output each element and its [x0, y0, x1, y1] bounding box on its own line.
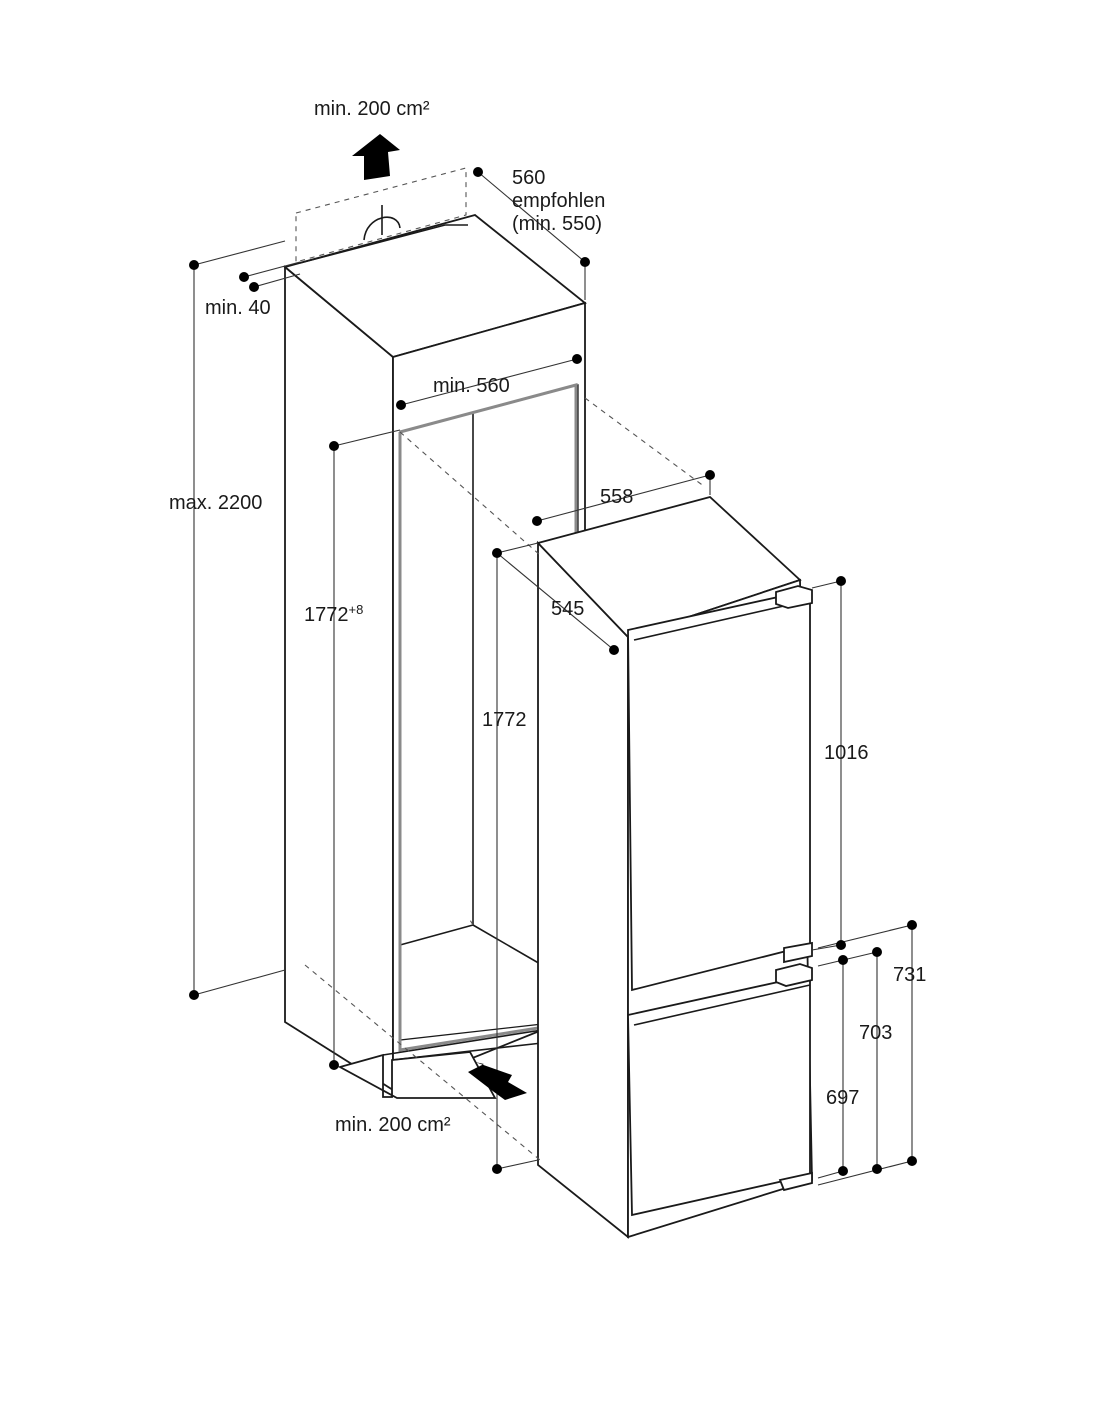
- appliance-depth-label: 545: [551, 598, 585, 620]
- appliance-width-label: 558: [600, 486, 634, 508]
- dimension-lines: [193, 171, 913, 1186]
- niche-height-value: 1772: [304, 604, 349, 626]
- gap-min-label: min. 40: [205, 297, 271, 319]
- appliance: [536, 496, 813, 1239]
- airflow-in-arrow: [468, 1062, 527, 1100]
- dimension-dot: [532, 516, 542, 526]
- niche-height-tolerance: +8: [348, 602, 364, 617]
- airflow-up-arrow: [352, 134, 400, 180]
- hinge-bottom: [778, 1171, 813, 1192]
- hinge-top: [775, 585, 813, 609]
- alignment-lines: [304, 397, 706, 1161]
- depth-recommended-label: 560: [512, 167, 546, 189]
- dimension-dot: [907, 920, 917, 930]
- upper-door-label: 1016: [824, 742, 869, 764]
- vent-top-label: min. 200 cm²: [314, 98, 430, 120]
- dimension-dot: [836, 576, 846, 586]
- dimension-dot: [473, 167, 483, 177]
- niche-left-side: [284, 265, 394, 1092]
- dimension-dot: [189, 990, 199, 1000]
- dimension-dot: [249, 282, 259, 292]
- dimension-dot: [705, 470, 715, 480]
- dimension-dot: [580, 257, 590, 267]
- hinge-mid-upper: [783, 941, 813, 964]
- upper-door: [627, 588, 811, 992]
- dimension-dot: [836, 940, 846, 950]
- dimension-dot: [329, 441, 339, 451]
- depth-recommended-word: empfohlen: [512, 190, 606, 212]
- dimension-dot: [189, 260, 199, 270]
- dim-703-label: 703: [859, 1022, 893, 1044]
- top-vent-outline: [295, 167, 467, 263]
- max-height-label: max. 2200: [169, 492, 263, 514]
- dim-697-label: 697: [826, 1087, 860, 1109]
- dimension-dot: [239, 272, 249, 282]
- dimension-dot: [907, 1156, 917, 1166]
- dimension-dot: [838, 1166, 848, 1176]
- dimension-dot: [329, 1060, 339, 1070]
- hinge-mid-lower: [775, 963, 813, 987]
- installation-niche: [283, 167, 587, 1099]
- dimension-dot: [396, 400, 406, 410]
- niche-height-label: 1772+8: [304, 603, 363, 627]
- dimension-dot: [572, 354, 582, 364]
- dimension-dot: [872, 947, 882, 957]
- vent-bottom-label: min. 200 cm²: [335, 1114, 451, 1136]
- dimension-dot: [492, 548, 502, 558]
- niche-width-label: min. 560: [433, 375, 510, 397]
- dimension-dots: [189, 167, 917, 1176]
- dimension-dot: [838, 955, 848, 965]
- depth-min-label: (min. 550): [512, 213, 603, 235]
- dimension-dot: [872, 1164, 882, 1174]
- dimension-dot: [609, 645, 619, 655]
- dimension-dot: [492, 1164, 502, 1174]
- appliance-height-label: 1772: [482, 709, 527, 731]
- dim-731-label: 731: [893, 964, 927, 986]
